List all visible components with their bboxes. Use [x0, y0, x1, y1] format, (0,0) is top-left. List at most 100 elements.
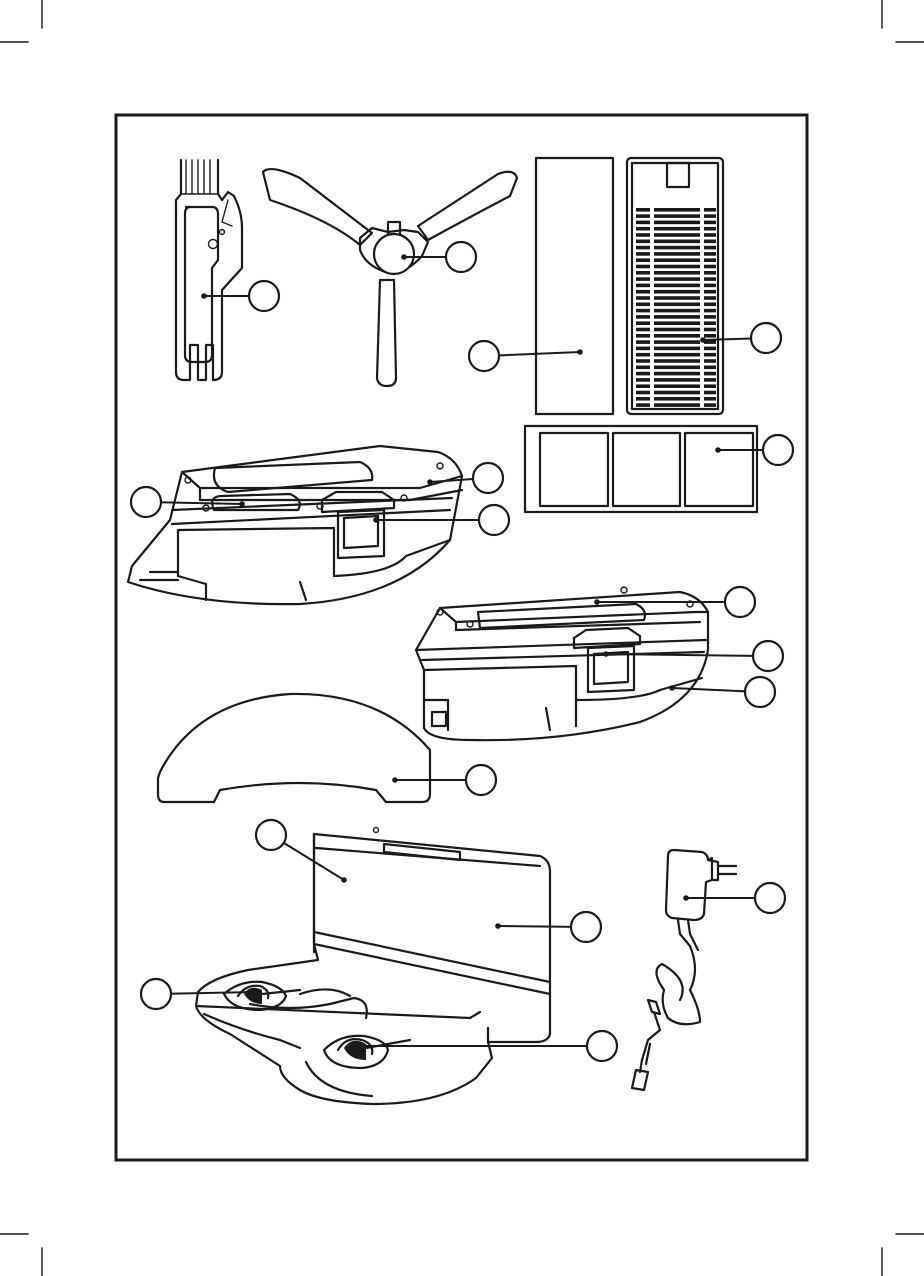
- hepa-slot: [704, 403, 716, 407]
- hepa-slot: [654, 240, 700, 244]
- hepa-slot: [654, 290, 700, 294]
- callout-circle: [753, 641, 783, 671]
- callout-dot: [201, 293, 207, 299]
- hepa-slot: [704, 290, 716, 294]
- hepa-slot: [636, 240, 650, 244]
- hepa-slot: [704, 328, 716, 332]
- hepa-slot: [636, 403, 650, 407]
- hepa-slot: [704, 391, 716, 395]
- dust-bin: [128, 446, 462, 604]
- hepa-slot: [654, 246, 700, 250]
- callout-circle: [131, 487, 161, 517]
- hepa-slot: [654, 315, 700, 319]
- callout-circle: [479, 505, 509, 535]
- hepa-slot: [654, 252, 700, 256]
- hepa-slot: [654, 328, 700, 332]
- hepa-slot: [636, 252, 650, 256]
- hepa-slot: [704, 252, 716, 256]
- hepa-slot: [654, 334, 700, 338]
- charging-dock: [196, 828, 550, 1105]
- hepa-slot: [654, 340, 700, 344]
- hepa-slot: [654, 353, 700, 357]
- callout-dot: [495, 923, 501, 929]
- callout-dot: [373, 517, 379, 523]
- hepa-slot: [636, 277, 650, 281]
- cleaning-tool: [176, 160, 242, 380]
- hepa-slot: [654, 366, 700, 370]
- hepa-slot: [654, 208, 700, 212]
- water-tank-cover: [158, 694, 430, 802]
- hepa-slot: [654, 309, 700, 313]
- hepa-slot: [654, 378, 700, 382]
- hepa-slot: [704, 397, 716, 401]
- callout-circle: [571, 912, 601, 942]
- water-tank: [416, 587, 708, 740]
- callout-dot: [251, 989, 257, 995]
- hepa-slot: [654, 403, 700, 407]
- hepa-slot: [704, 321, 716, 325]
- callout-circle: [587, 1031, 617, 1061]
- callout-circle: [473, 463, 503, 493]
- hepa-slot: [704, 309, 716, 313]
- hepa-slot: [704, 372, 716, 376]
- hepa-slot: [636, 321, 650, 325]
- hepa-slot: [636, 227, 650, 231]
- callout-circle: [725, 587, 755, 617]
- callout-dot: [683, 895, 689, 901]
- callout-circle: [469, 341, 499, 371]
- callout-circle: [751, 323, 781, 353]
- callout-circle: [466, 765, 496, 795]
- hepa-slot: [654, 221, 700, 225]
- hepa-slot: [636, 258, 650, 262]
- callout-dot: [577, 349, 583, 355]
- hepa-slot: [704, 296, 716, 300]
- callout-dot: [239, 501, 245, 507]
- hepa-slot: [704, 303, 716, 307]
- hepa-slot: [654, 384, 700, 388]
- callout-dot: [603, 651, 609, 657]
- filter-frame: [525, 426, 757, 512]
- hepa-slot: [636, 353, 650, 357]
- callout-dot: [427, 479, 433, 485]
- hepa-slot: [636, 233, 650, 237]
- callout-circle: [446, 242, 476, 272]
- hepa-slot: [636, 303, 650, 307]
- hepa-slot: [636, 347, 650, 351]
- hepa-slot: [636, 284, 650, 288]
- callout-circle: [763, 435, 793, 465]
- hepa-filter: [627, 158, 723, 414]
- hepa-slot: [704, 277, 716, 281]
- hepa-slot: [636, 290, 650, 294]
- hepa-slot: [704, 246, 716, 250]
- hepa-slot: [654, 227, 700, 231]
- hepa-slot: [704, 214, 716, 218]
- power-adapter: [632, 850, 736, 1090]
- hepa-slot: [636, 315, 650, 319]
- callout-circle: [249, 281, 279, 311]
- hepa-slot: [704, 208, 716, 212]
- hepa-slot: [636, 221, 650, 225]
- hepa-slot: [636, 366, 650, 370]
- callout-dot: [341, 877, 347, 883]
- callout-circle: [755, 883, 785, 913]
- hepa-slot: [636, 208, 650, 212]
- hepa-slot: [704, 271, 716, 275]
- hepa-slot: [704, 227, 716, 231]
- hepa-slot: [704, 378, 716, 382]
- callout-circle: [745, 677, 775, 707]
- hepa-slot: [654, 214, 700, 218]
- hepa-slot: [636, 378, 650, 382]
- callout-dot: [669, 685, 675, 691]
- hepa-slot: [704, 315, 716, 319]
- hepa-slot: [654, 271, 700, 275]
- sponge-filter: [536, 158, 613, 414]
- hepa-slot: [704, 258, 716, 262]
- hepa-slot: [654, 359, 700, 363]
- hepa-slot: [636, 391, 650, 395]
- hepa-slot: [704, 384, 716, 388]
- hepa-slot: [636, 246, 650, 250]
- hepa-slot: [654, 296, 700, 300]
- hepa-slot: [636, 397, 650, 401]
- hepa-slot: [654, 258, 700, 262]
